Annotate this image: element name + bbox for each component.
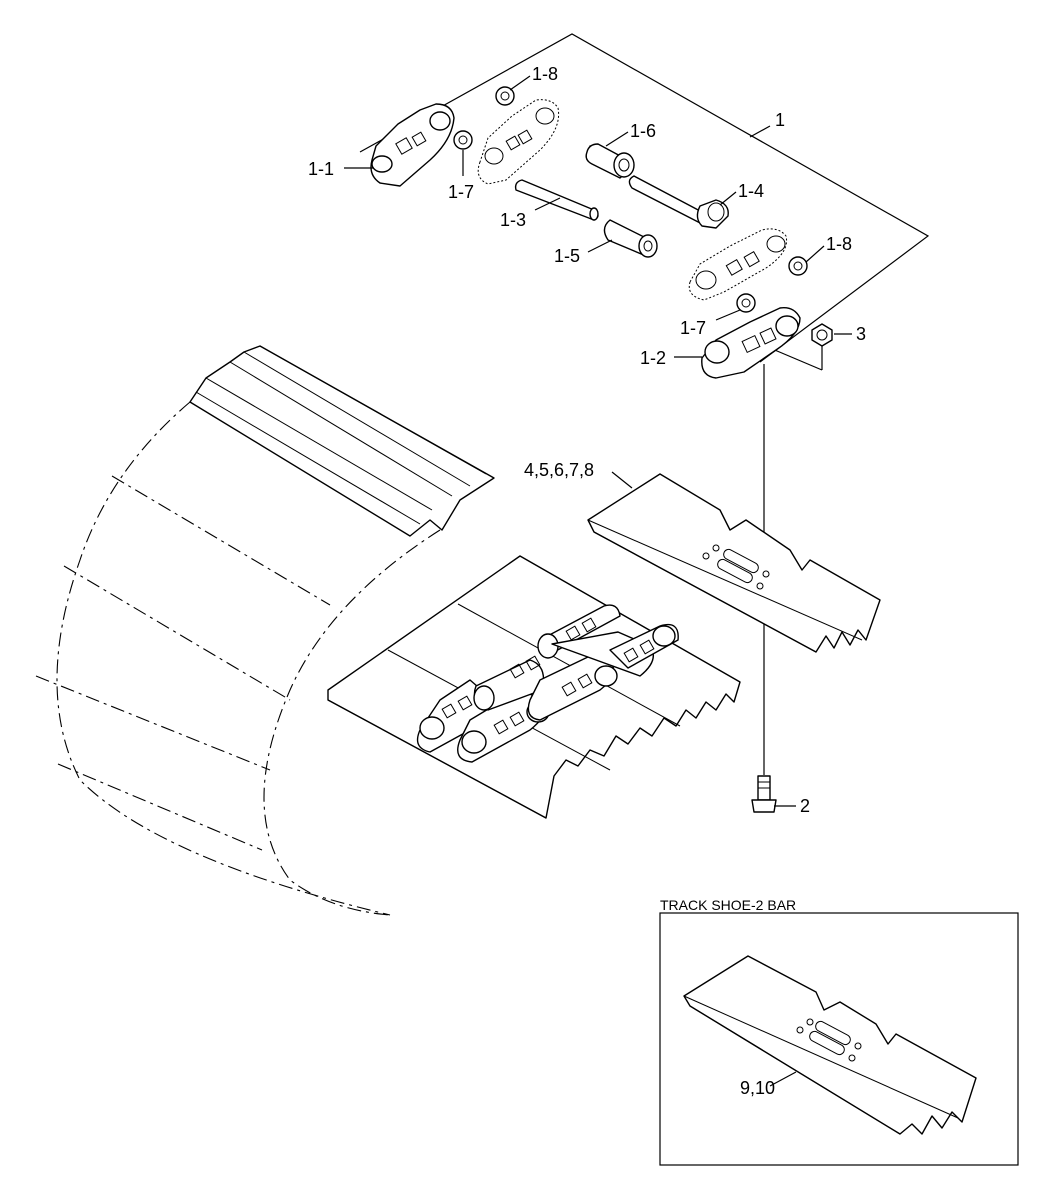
- label-1-7-upper: 1-7: [448, 182, 474, 202]
- nut: [811, 323, 833, 347]
- track-bushing: [603, 219, 658, 258]
- track-bolt: [751, 775, 777, 813]
- label-1-8-lower: 1-8: [826, 234, 852, 254]
- callout-labels: 1 1-1 1-2 1-3 1-4 1-5 1-6 1-7 1-7 1-8 1-…: [308, 64, 866, 1098]
- leader-lines: [344, 75, 852, 1087]
- label-1-7-lower: 1-7: [680, 318, 706, 338]
- track-link-right: [701, 307, 801, 379]
- assembly-1-outline: [359, 33, 930, 371]
- inset-panel: [659, 912, 1019, 1166]
- label-4-8: 4,5,6,7,8: [524, 460, 594, 480]
- label-1-2: 1-2: [640, 348, 666, 368]
- track-chain-outline: [35, 401, 441, 916]
- spacer-lower: [788, 256, 808, 276]
- label-1-5: 1-5: [554, 246, 580, 266]
- master-pin: [628, 175, 729, 229]
- assembled-track-section: [327, 555, 741, 819]
- track-shoe: [587, 473, 881, 653]
- track-link-left: [370, 103, 455, 187]
- label-1-1: 1-1: [308, 159, 334, 179]
- ghost-link-lower: [688, 228, 788, 301]
- label-1: 1: [775, 110, 785, 130]
- seal-upper: [453, 130, 473, 150]
- inset-title: TRACK SHOE-2 BAR: [660, 897, 796, 913]
- label-1-3: 1-3: [500, 210, 526, 230]
- ghost-link-upper: [477, 99, 560, 185]
- label-1-6: 1-6: [630, 121, 656, 141]
- master-bushing: [585, 143, 635, 179]
- label-2: 2: [800, 796, 810, 816]
- label-3: 3: [856, 324, 866, 344]
- spacer-upper: [495, 86, 515, 106]
- label-1-4: 1-4: [738, 181, 764, 201]
- seal-lower: [736, 293, 756, 313]
- label-9-10: 9,10: [740, 1078, 775, 1098]
- track-top-grousers: [189, 345, 495, 537]
- label-1-8-upper: 1-8: [532, 64, 558, 84]
